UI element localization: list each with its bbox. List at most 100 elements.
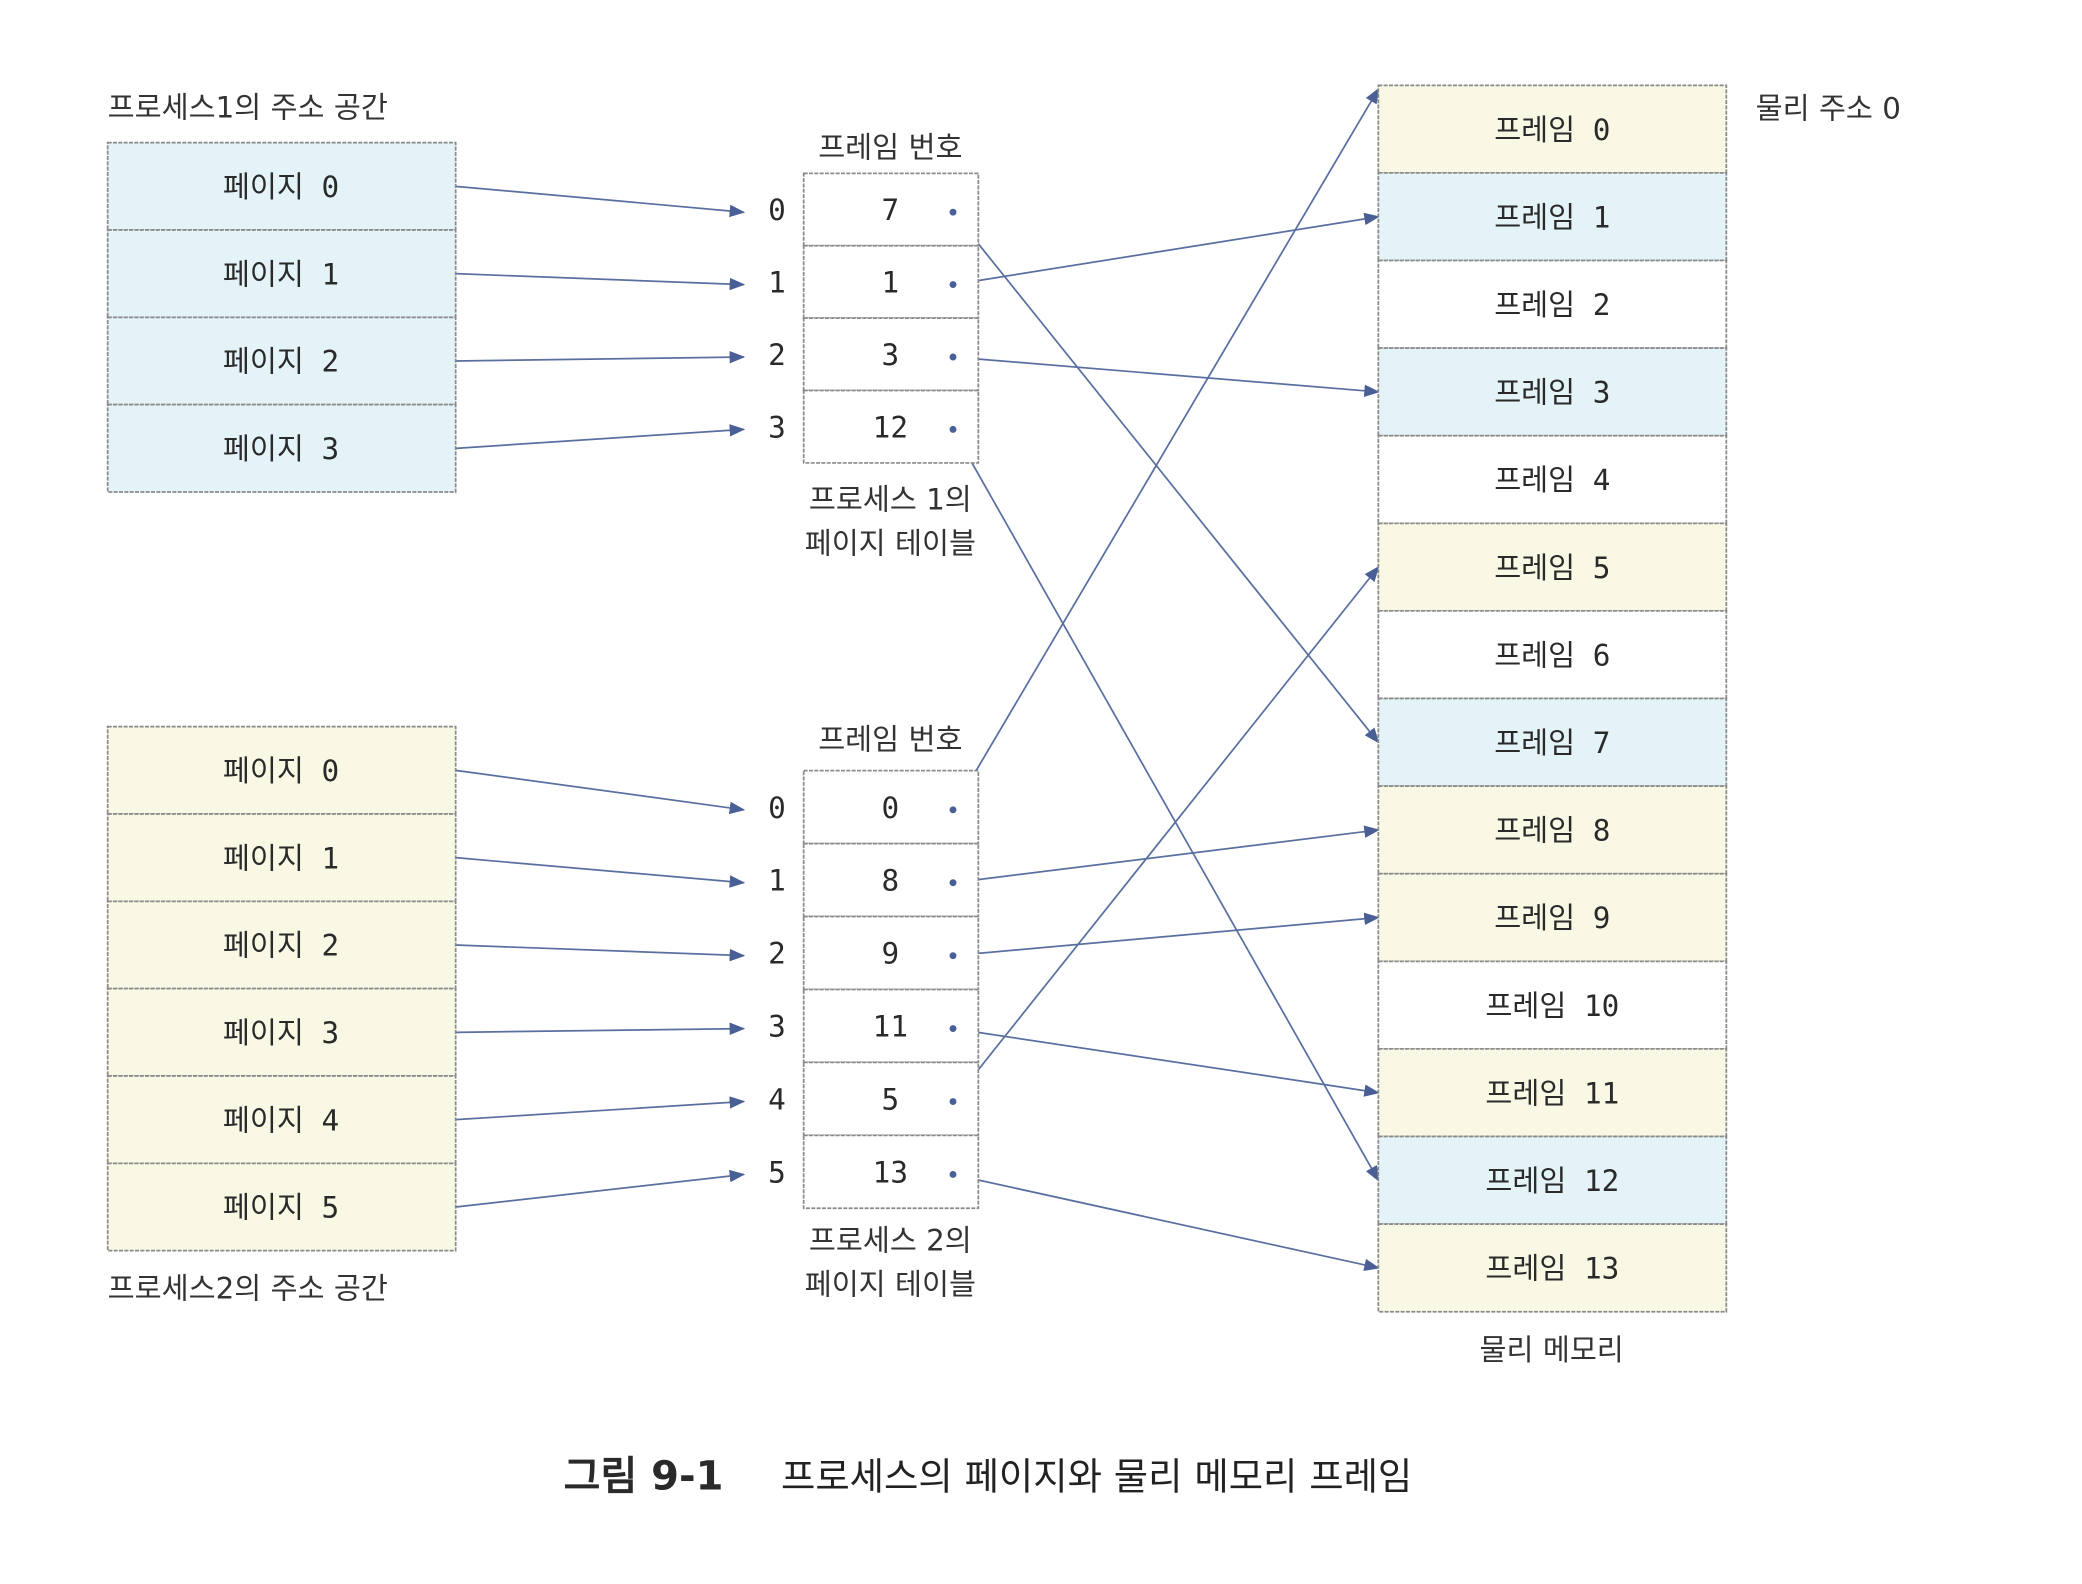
memory-frame-label: 프레임 0 [1494, 113, 1610, 147]
memory-frame: 프레임 3 [1377, 347, 1728, 437]
page-to-table-arrow [455, 1022, 746, 1036]
process2-address-space-label: 프로세스2의 주소 공간 [108, 1272, 388, 1306]
page-to-table-arrow [455, 350, 746, 364]
page-table-frame-number: 9 [881, 937, 899, 971]
page-label: 페이지 3 [223, 1016, 339, 1050]
page-row: 페이지 3 [106, 403, 457, 493]
memory-frame: 프레임 10 [1377, 960, 1728, 1050]
memory-frame: 프레임 6 [1377, 610, 1728, 700]
pointer-dot [949, 425, 957, 433]
page-to-table-arrow [455, 1096, 746, 1121]
page-table-frame-number: 3 [881, 338, 899, 372]
page-label: 페이지 1 [223, 841, 339, 875]
memory-frame-label: 프레임 3 [1494, 376, 1610, 410]
page-table-index: 1 [768, 864, 786, 898]
page-to-table-arrow [455, 1169, 746, 1208]
memory-frame-label: 프레임 13 [1485, 1252, 1619, 1286]
page-to-table-arrow [455, 856, 746, 888]
table-to-frame-arrow [952, 212, 1380, 286]
memory-frame-label: 프레임 1 [1494, 200, 1610, 234]
pointer-dot [949, 1025, 957, 1033]
page-table-index: 0 [768, 193, 786, 227]
process1-address-space-label: 프로세스1의 주소 공간 [108, 90, 388, 124]
memory-frame-label: 프레임 8 [1494, 814, 1610, 848]
page-label: 페이지 3 [223, 432, 339, 466]
process2-table-caption-2: 페이지 테이블 [805, 1268, 976, 1302]
memory-frame: 프레임 4 [1377, 434, 1728, 525]
physical-address-zero-label: 물리 주소 0 [1756, 92, 1901, 126]
table-to-frame-arrow [952, 211, 1380, 744]
page-label: 페이지 0 [223, 754, 339, 788]
page-table-frame-number: 5 [881, 1083, 899, 1117]
memory-frame: 프레임 11 [1377, 1048, 1728, 1138]
page-row: 페이지 1 [106, 229, 457, 319]
pointer-dot [949, 952, 957, 960]
page-label: 페이지 1 [223, 257, 339, 291]
page-table-frame-number: 12 [873, 410, 908, 444]
table-to-frame-arrow [952, 356, 1380, 398]
page-table-index: 2 [768, 937, 786, 971]
memory-frame: 프레임 13 [1377, 1223, 1728, 1313]
page-table-row: 3 12 [768, 389, 980, 464]
page-row: 페이지 2 [106, 316, 457, 406]
page-row: 페이지 4 [106, 1075, 457, 1165]
table-to-frame-arrow [952, 825, 1380, 884]
page-row: 페이지 3 [106, 987, 457, 1077]
page-label: 페이지 5 [223, 1191, 339, 1225]
memory-frame-label: 프레임 9 [1494, 901, 1610, 935]
page-table-index: 1 [768, 266, 786, 300]
page-table-index: 4 [768, 1083, 786, 1117]
process1-table-caption-1: 프로세스 1의 [809, 482, 972, 516]
page-to-table-arrow [455, 272, 746, 291]
figure-title: 프로세스의 페이지와 물리 메모리 프레임 [781, 1454, 1412, 1498]
page-table-index: 0 [768, 791, 786, 825]
page-label: 페이지 4 [223, 1103, 339, 1137]
pointer-dot [949, 281, 957, 289]
memory-frame: 프레임 2 [1377, 259, 1728, 349]
page-table-index: 2 [768, 338, 786, 372]
memory-frame: 프레임 9 [1377, 872, 1728, 963]
pointer-dot [949, 208, 957, 216]
memory-frame-label: 프레임 5 [1494, 551, 1610, 585]
page-row: 페이지 1 [106, 813, 457, 903]
pointer-dot [949, 1171, 957, 1178]
process2-table-caption-1: 프로세스 2의 [809, 1224, 972, 1258]
page-row: 페이지 0 [106, 141, 457, 231]
page-table-frame-number: 8 [881, 864, 899, 898]
memory-frame: 프레임 5 [1377, 522, 1728, 612]
pointer-dot [949, 806, 957, 814]
memory-frame-label: 프레임 4 [1494, 463, 1610, 497]
memory-frame: 프레임 7 [1377, 697, 1728, 788]
table-to-frame-arrow [952, 87, 1380, 811]
table-to-frame-arrow [952, 565, 1380, 1103]
page-table-index: 5 [768, 1155, 786, 1189]
page-label: 페이지 2 [223, 929, 339, 963]
process2-table-header: 프레임 번호 [818, 722, 962, 756]
mapping-arrows [455, 87, 1380, 1272]
process1-address-space: 페이지 0 페이지 1 페이지 2 페이지 3 [106, 141, 457, 493]
memory-frame-label: 프레임 12 [1485, 1164, 1619, 1198]
page-row: 페이지 5 [106, 1162, 457, 1252]
memory-frame: 프레임 1 [1377, 172, 1728, 262]
page-to-table-arrow [455, 185, 746, 218]
page-label: 페이지 0 [223, 170, 339, 204]
page-table-index: 3 [768, 410, 786, 444]
memory-frame: 프레임 0 [1377, 84, 1728, 174]
page-table-row: 5 13 [768, 1134, 980, 1210]
table-to-frame-arrow [952, 1173, 1380, 1272]
page-table-frame-number: 13 [873, 1155, 908, 1189]
page-table-frame-number: 1 [881, 266, 899, 300]
page-table-frame-number: 0 [881, 791, 899, 825]
